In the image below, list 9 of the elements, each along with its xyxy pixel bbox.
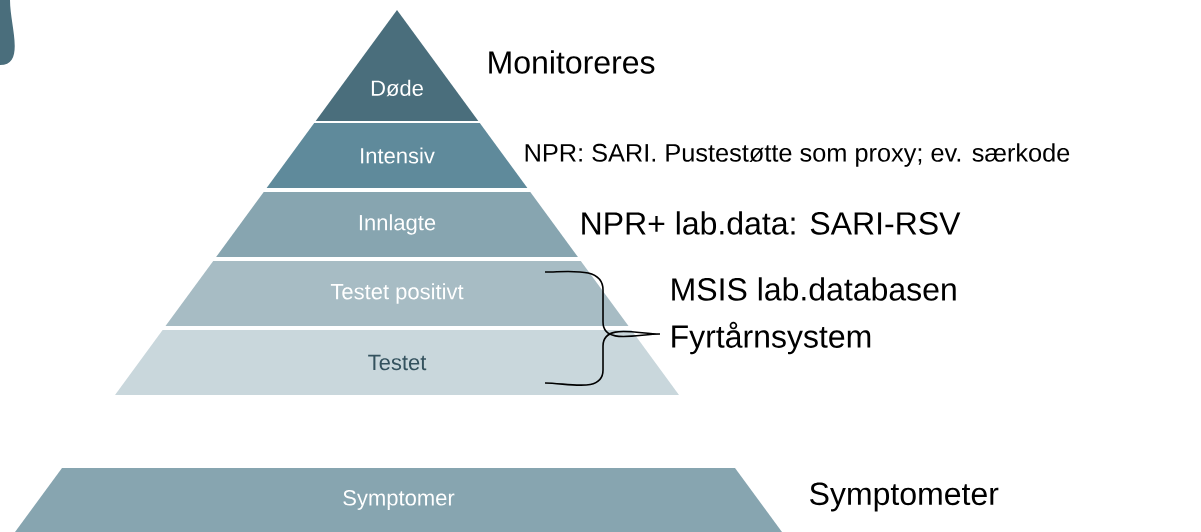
annotation-text: NPR: SARI. Pustestøtte som proxy; ev. særkode — [525, 143, 1070, 167]
base-trapezoid: Symptomer — [15, 468, 782, 532]
annotation-text: Symptometer — [810, 482, 999, 512]
annotation-text: Monitoreres — [489, 50, 655, 74]
pyramid-level: Døde — [315, 10, 479, 121]
pyramid-level: Innlagte — [216, 192, 578, 257]
pyramid-level: Testet positivt — [165, 261, 629, 326]
annotation-text: NPR+ lab.data: SARI-RSV — [582, 211, 961, 235]
annotation-text: MSIS lab.databasen — [672, 277, 956, 301]
